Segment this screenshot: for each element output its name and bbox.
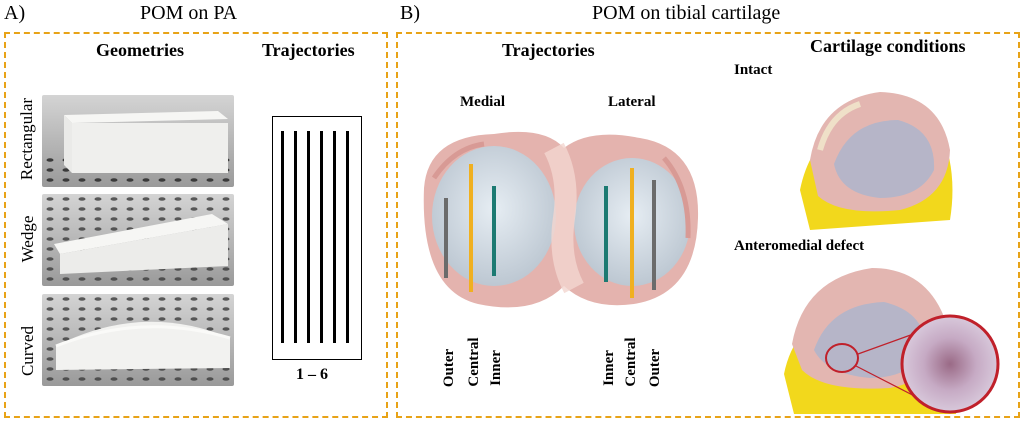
trajectory-line-5	[333, 131, 336, 343]
trajectory-line-4	[320, 131, 323, 343]
panel-b-label: B)	[400, 2, 420, 24]
cartilage-conditions-header: Cartilage conditions	[810, 36, 966, 56]
row-label-rectangular: Rectangular	[17, 97, 36, 181]
panel-b-frame	[396, 32, 1020, 418]
trajectory-range-label: 1 – 6	[296, 366, 328, 383]
lateral-central-label: Central	[623, 337, 639, 387]
trajectory-lines-box	[272, 116, 362, 360]
medial-label: Medial	[460, 94, 505, 110]
lateral-inner-label: Inner	[601, 350, 617, 386]
row-label-curved: Curved	[18, 325, 37, 377]
curved-sample-photo	[42, 294, 234, 386]
anteromedial-defect-label: Anteromedial defect	[734, 238, 865, 254]
panel-a-title: POM on PA	[140, 2, 238, 24]
wedge-sample-photo	[42, 194, 234, 286]
tibial-plateau-photo	[414, 108, 706, 322]
medial-central-label: Central	[466, 337, 482, 387]
lateral-outer-label: Outer	[647, 348, 663, 388]
rectangular-sample-photo	[42, 95, 234, 187]
panel-a-label: A)	[4, 2, 26, 24]
intact-cartilage-photo	[790, 80, 958, 230]
trajectory-line-2	[294, 131, 297, 343]
intact-label: Intact	[734, 62, 773, 78]
defect-cartilage-photo	[780, 254, 1018, 416]
trajectory-line-6	[346, 131, 349, 343]
panel-a-frame	[4, 32, 388, 418]
trajectory-line-3	[307, 131, 310, 343]
medial-inner-label: Inner	[488, 350, 504, 386]
lateral-label: Lateral	[608, 94, 656, 110]
trajectories-a-header: Trajectories	[262, 40, 355, 60]
geometries-header: Geometries	[96, 40, 184, 60]
panel-b-title: POM on tibial cartilage	[592, 2, 781, 24]
row-label-wedge: Wedge	[18, 215, 37, 263]
trajectory-line-1	[281, 131, 284, 343]
medial-outer-label: Outer	[441, 348, 457, 388]
trajectories-b-header: Trajectories	[502, 40, 595, 60]
